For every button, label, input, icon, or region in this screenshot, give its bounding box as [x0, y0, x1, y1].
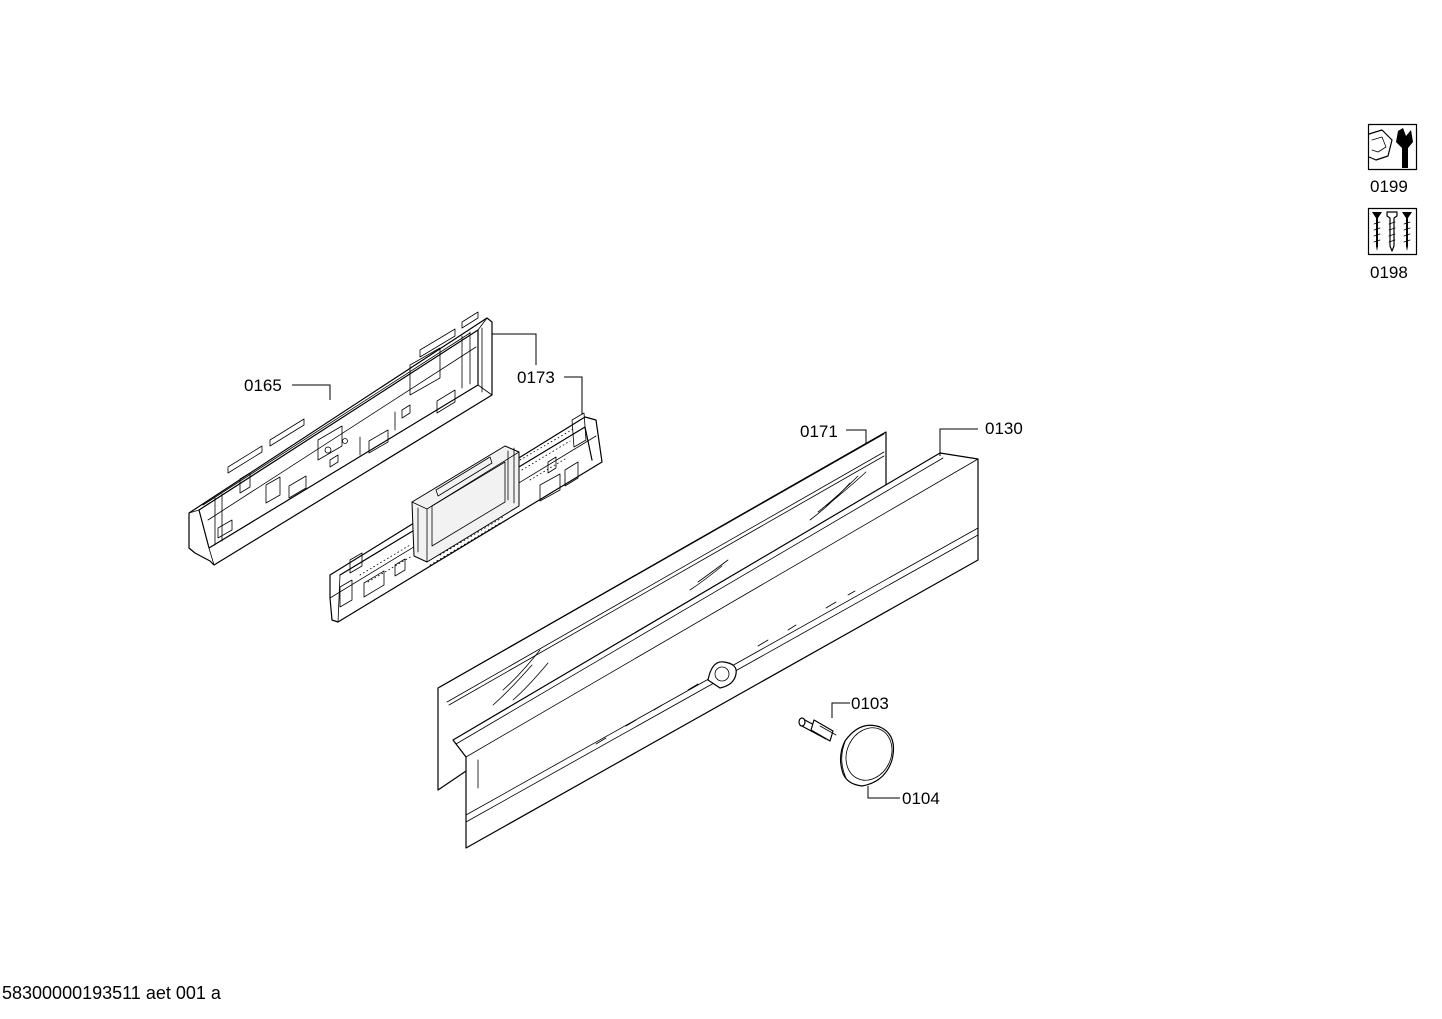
part-0165-frame: [188, 311, 493, 566]
part-0104-knob: [839, 724, 895, 787]
callout-0103: 0103: [851, 694, 889, 713]
kit-label-0198: 0198: [1370, 263, 1408, 282]
callout-0130: 0130: [985, 419, 1023, 438]
callout-0104: 0104: [902, 789, 940, 808]
drawing-id: 58300000193511 aet 001 a: [2, 983, 221, 1003]
leader-lines: [292, 333, 978, 799]
callout-0171: 0171: [800, 422, 838, 441]
part-0173-control-board: [329, 412, 603, 623]
screws-icon: [1367, 207, 1418, 256]
part-0103-shaft: [798, 717, 837, 742]
callout-0165: 0165: [244, 376, 282, 395]
wrench-nut-icon: [1367, 123, 1418, 171]
callout-0173: 0173: [517, 368, 555, 387]
kit-label-0199: 0199: [1370, 177, 1408, 196]
